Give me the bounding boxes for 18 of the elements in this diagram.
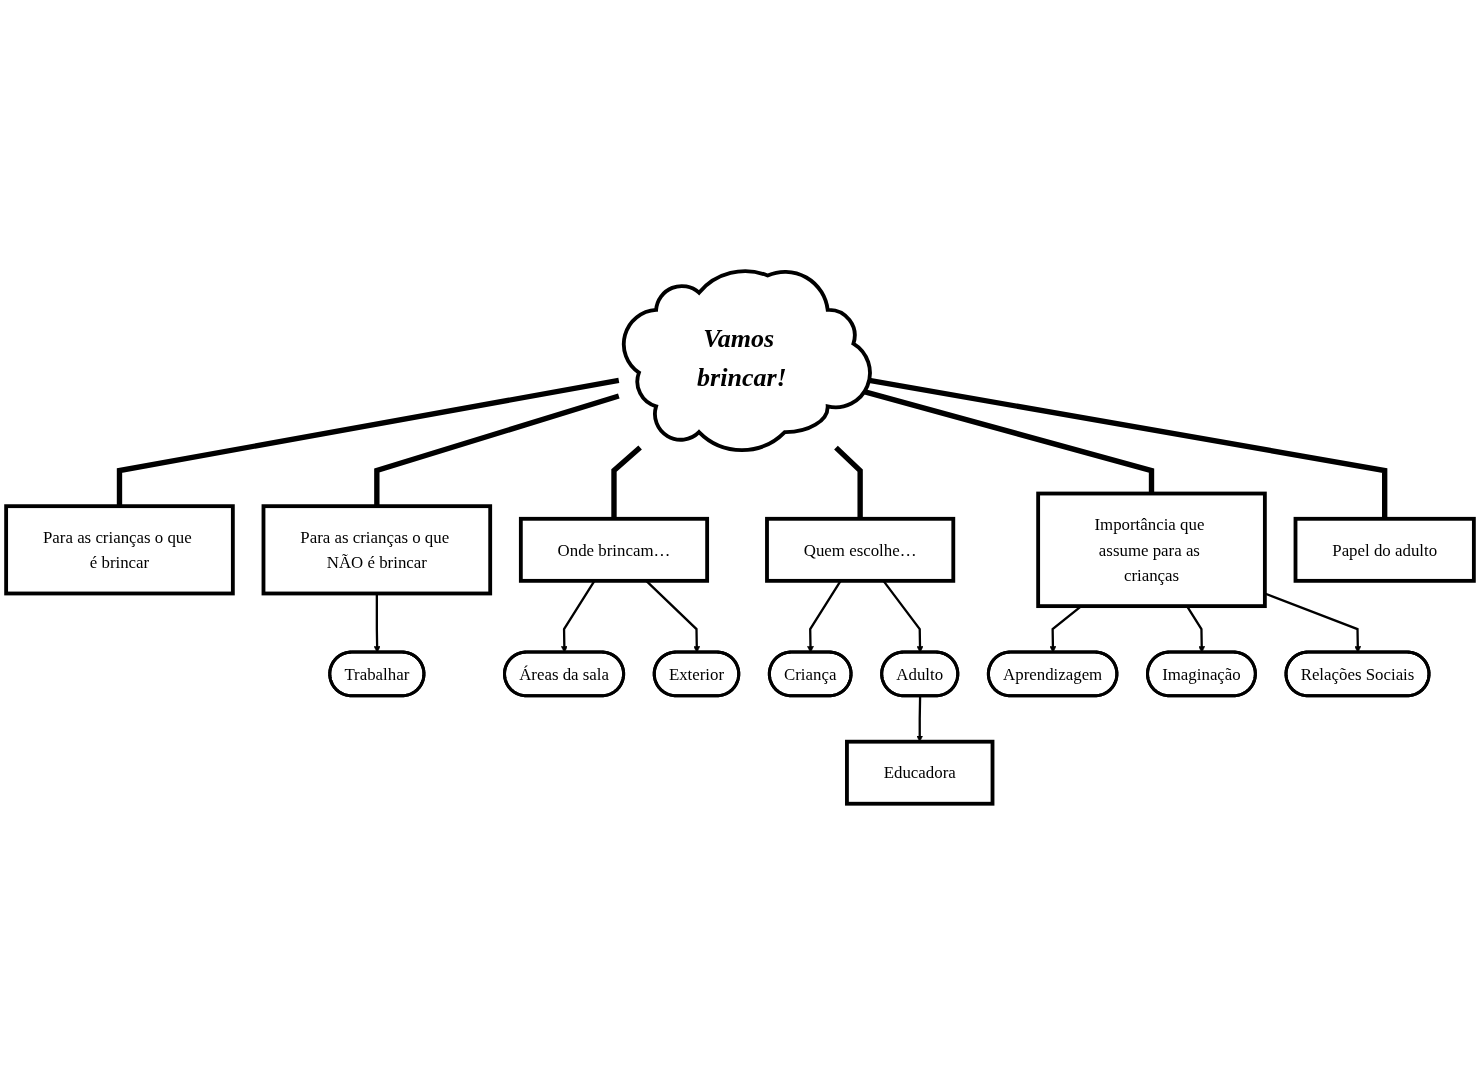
node-box: Onde brincam…	[518, 516, 710, 583]
node-box: Educadora	[845, 739, 995, 806]
connector	[864, 389, 1155, 494]
arrow	[645, 580, 701, 653]
arrow	[882, 580, 924, 653]
connector	[611, 445, 642, 519]
connector	[834, 445, 863, 519]
node-box: Para as crianças o que NÃO é brincar	[261, 504, 493, 596]
connector	[116, 377, 620, 507]
node-box: Quem escolhe…	[765, 516, 956, 583]
connector	[374, 393, 620, 507]
arrow	[807, 580, 842, 653]
arrow	[373, 593, 381, 653]
arrow	[560, 580, 596, 653]
node-box: Papel do adulto	[1293, 516, 1476, 583]
node-box: Importância que assume para as crianças	[1036, 491, 1267, 609]
connector	[864, 377, 1388, 519]
node-box: Para as crianças o que é brincar	[4, 504, 235, 596]
